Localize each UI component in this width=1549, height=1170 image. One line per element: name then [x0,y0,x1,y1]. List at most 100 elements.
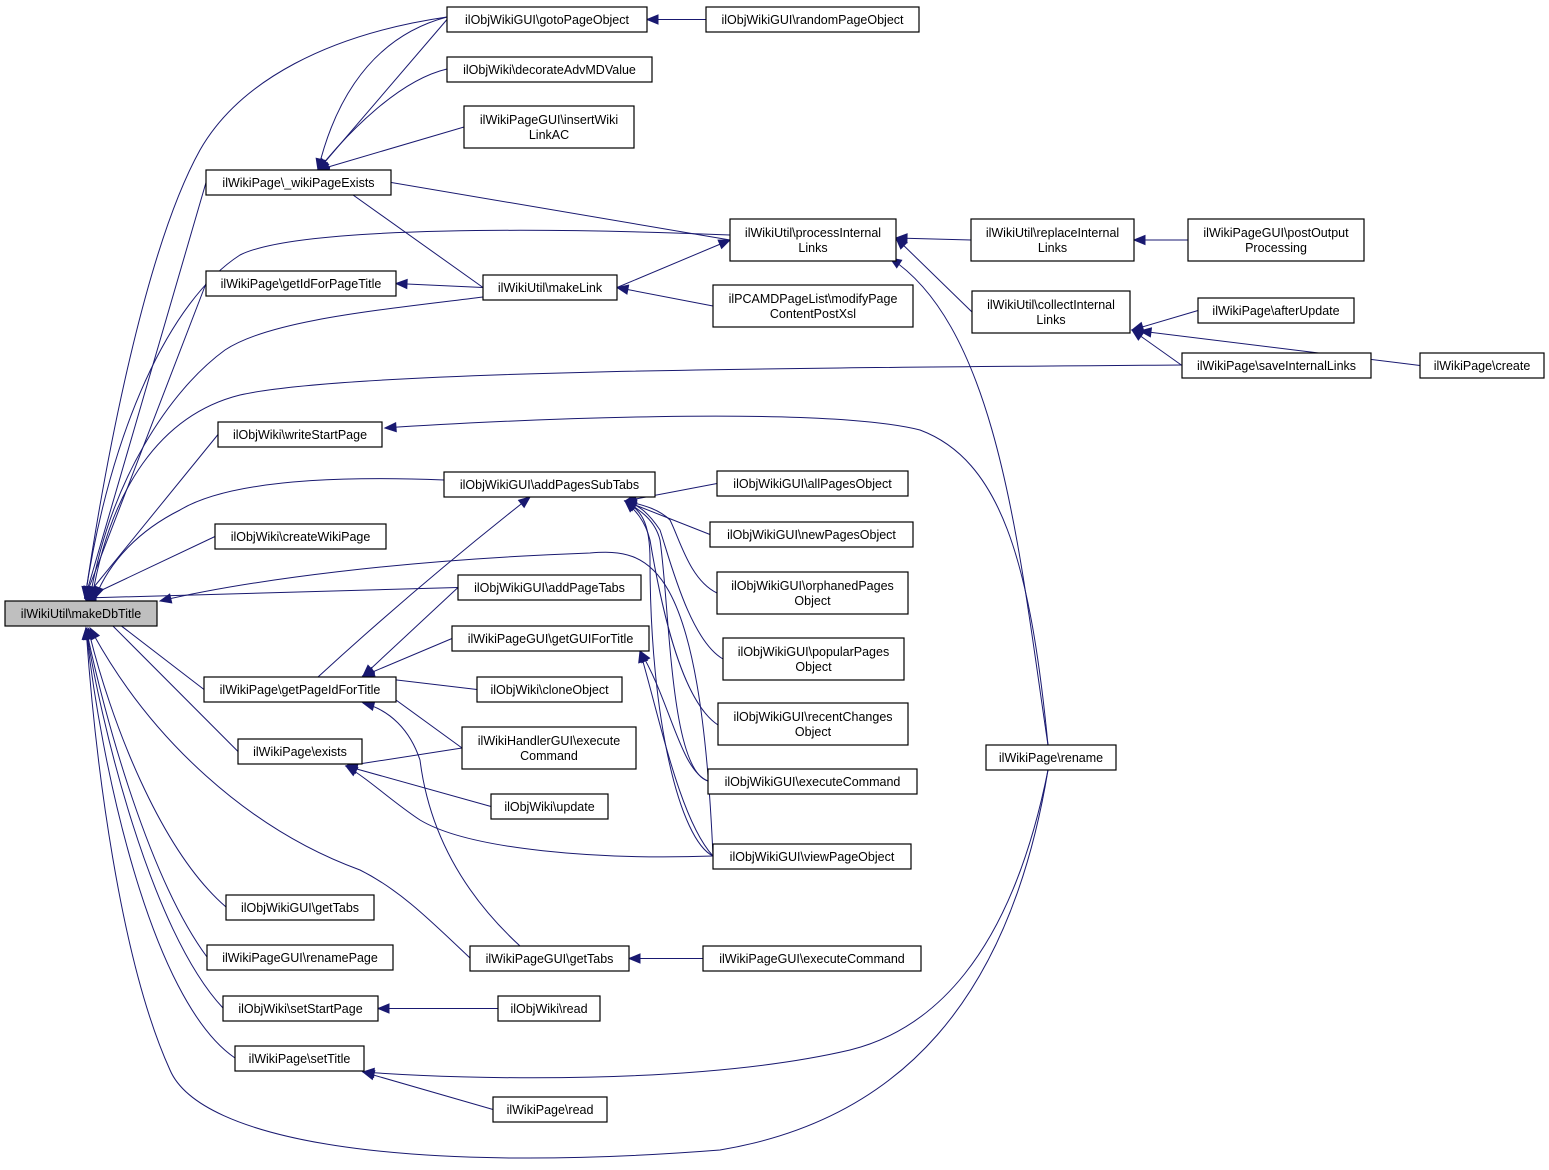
caller-node-n14[interactable]: ilWikiPage\saveInternalLinks [1181,352,1372,379]
caller-node-n33[interactable]: ilObjWikiGUI\viewPageObject [712,843,912,870]
caller-node-n38[interactable]: ilObjWiki\setStartPage [222,995,379,1022]
caller-node-n41[interactable]: ilWikiPage\read [492,1096,608,1123]
node-box [970,218,1135,262]
node-label-line: ilObjWikiGUI\addPagesSubTabs [460,478,639,492]
root-function-node[interactable]: ilWikiUtil\makeDbTitle [4,600,158,627]
call-edge-n17-to-n0 [94,478,445,600]
arrowhead-icon [623,500,638,512]
caller-node-n34[interactable]: ilObjWikiGUI\getTabs [225,894,375,921]
node-label-line: Processing [1245,241,1307,255]
node-label-line: Links [1036,313,1065,327]
node-label-line: ilWikiPage\create [1434,359,1531,373]
node-label-line: ilObjWiki\decorateAdvMDValue [463,63,636,77]
caller-node-n16[interactable]: ilObjWiki\writeStartPage [217,421,383,448]
node-label-line: ilObjWiki\update [504,800,594,814]
node-label-line: ilWikiUtil\makeDbTitle [21,607,141,621]
node-box [707,768,918,795]
caller-node-n30[interactable]: ilObjWikiGUI\executeCommand [707,768,918,795]
caller-node-n15[interactable]: ilWikiPage\create [1419,352,1545,379]
caller-node-n25[interactable]: ilWikiPage\getPageIdForTitle [203,676,397,703]
caller-node-n17[interactable]: ilObjWikiGUI\addPagesSubTabs [443,471,656,498]
node-label-line: ilObjWikiGUI\getTabs [241,901,359,915]
edge-line [89,296,484,599]
caller-node-n31[interactable]: ilWikiPage\rename [985,744,1117,771]
node-box [702,945,922,972]
node-label-line: ilWikiPage\getIdForPageTitle [221,277,382,291]
caller-node-n35[interactable]: ilWikiPageGUI\renamePage [206,944,394,971]
caller-node-n37[interactable]: ilWikiPageGUI\executeCommand [702,945,922,972]
node-box [1197,297,1355,324]
node-label-line: ilWikiUtil\replaceInternal [986,226,1119,240]
arrowhead-icon [376,1003,390,1014]
node-box [217,421,383,448]
caller-node-n39[interactable]: ilObjWiki\read [497,995,601,1022]
caller-node-n5[interactable]: ilWikiPage\_wikiPageExists [205,169,392,196]
node-label-line: ilWikiPageGUI\postOutput [1203,226,1349,240]
caller-node-n40[interactable]: ilWikiPage\setTitle [234,1045,365,1072]
call-edge-n25-to-n17 [317,496,532,678]
call-edge-n7-to-n6 [894,233,972,244]
caller-node-n18[interactable]: ilObjWikiGUI\allPagesObject [716,470,909,497]
node-label-line: ilObjWiki\setStartPage [238,1002,362,1016]
arrowhead-icon [94,585,105,600]
node-label-line: ilObjWiki\read [510,1002,587,1016]
call-edge-n19-to-n0 [83,536,216,599]
node-box [1419,352,1545,379]
node-label-line: Object [794,594,831,608]
caller-node-n9[interactable]: ilWikiPage\getIdForPageTitle [205,270,397,297]
caller-node-n29[interactable]: ilWikiPage\exists [237,738,363,765]
node-box [469,945,630,972]
caller-node-n26[interactable]: ilObjWiki\cloneObject [476,676,623,703]
call-edge-n30-to-n23 [639,649,709,782]
caller-node-n3[interactable]: ilObjWiki\decorateAdvMDValue [446,56,653,83]
caller-node-n10[interactable]: ilWikiUtil\makeLink [482,274,618,301]
node-label-line: ilWikiPageGUI\insertWiki [480,113,618,127]
node-box [729,218,897,262]
edge-line [85,627,208,958]
node-box [492,1096,608,1123]
caller-node-n22[interactable]: ilObjWikiGUI\addPageTabs [457,574,642,601]
caller-node-n1[interactable]: ilObjWikiGUI\gotoPageObject [446,6,648,33]
call-edge-n22-to-n0 [83,587,459,603]
call-edge-n5-to-n0 [83,182,207,600]
node-box [203,676,397,703]
edge-line [84,283,207,599]
node-box [225,894,375,921]
node-label-line: Command [520,749,578,763]
caller-node-n13[interactable]: ilWikiPage\afterUpdate [1197,297,1355,324]
edge-line [384,415,1049,746]
caller-node-n19[interactable]: ilObjWiki\createWikiPage [214,523,387,550]
node-box [482,274,618,301]
caller-node-n23[interactable]: ilWikiPageGUI\getGUIForTitle [451,625,650,652]
call-edge-n31-to-n16 [383,415,1049,746]
caller-node-n28[interactable]: ilWikiHandlerGUI\executeCommand [461,726,637,770]
edge-line [345,765,492,807]
node-label-line: ContentPostXsl [770,307,856,321]
node-label-line: ilWikiPage\read [507,1103,594,1117]
node-box [446,56,653,83]
arrowhead-icon [1130,329,1145,341]
edge-line [395,283,484,288]
arrowhead-icon [895,237,908,250]
caller-node-n32[interactable]: ilObjWiki\update [490,793,609,820]
caller-node-n36[interactable]: ilWikiPageGUI\getTabs [469,945,630,972]
edge-line [616,239,731,288]
node-label-line: ilWikiUtil\collectInternal [987,298,1115,312]
caller-node-n2[interactable]: ilObjWikiGUI\randomPageObject [705,6,920,33]
edge-line [85,627,224,1009]
caller-node-n20[interactable]: ilObjWikiGUI\newPagesObject [709,521,914,548]
arrowhead-icon [517,496,532,509]
node-label-line: LinkAC [529,128,569,142]
node-box [985,744,1117,771]
edge-line [624,500,724,660]
node-box [446,6,648,33]
